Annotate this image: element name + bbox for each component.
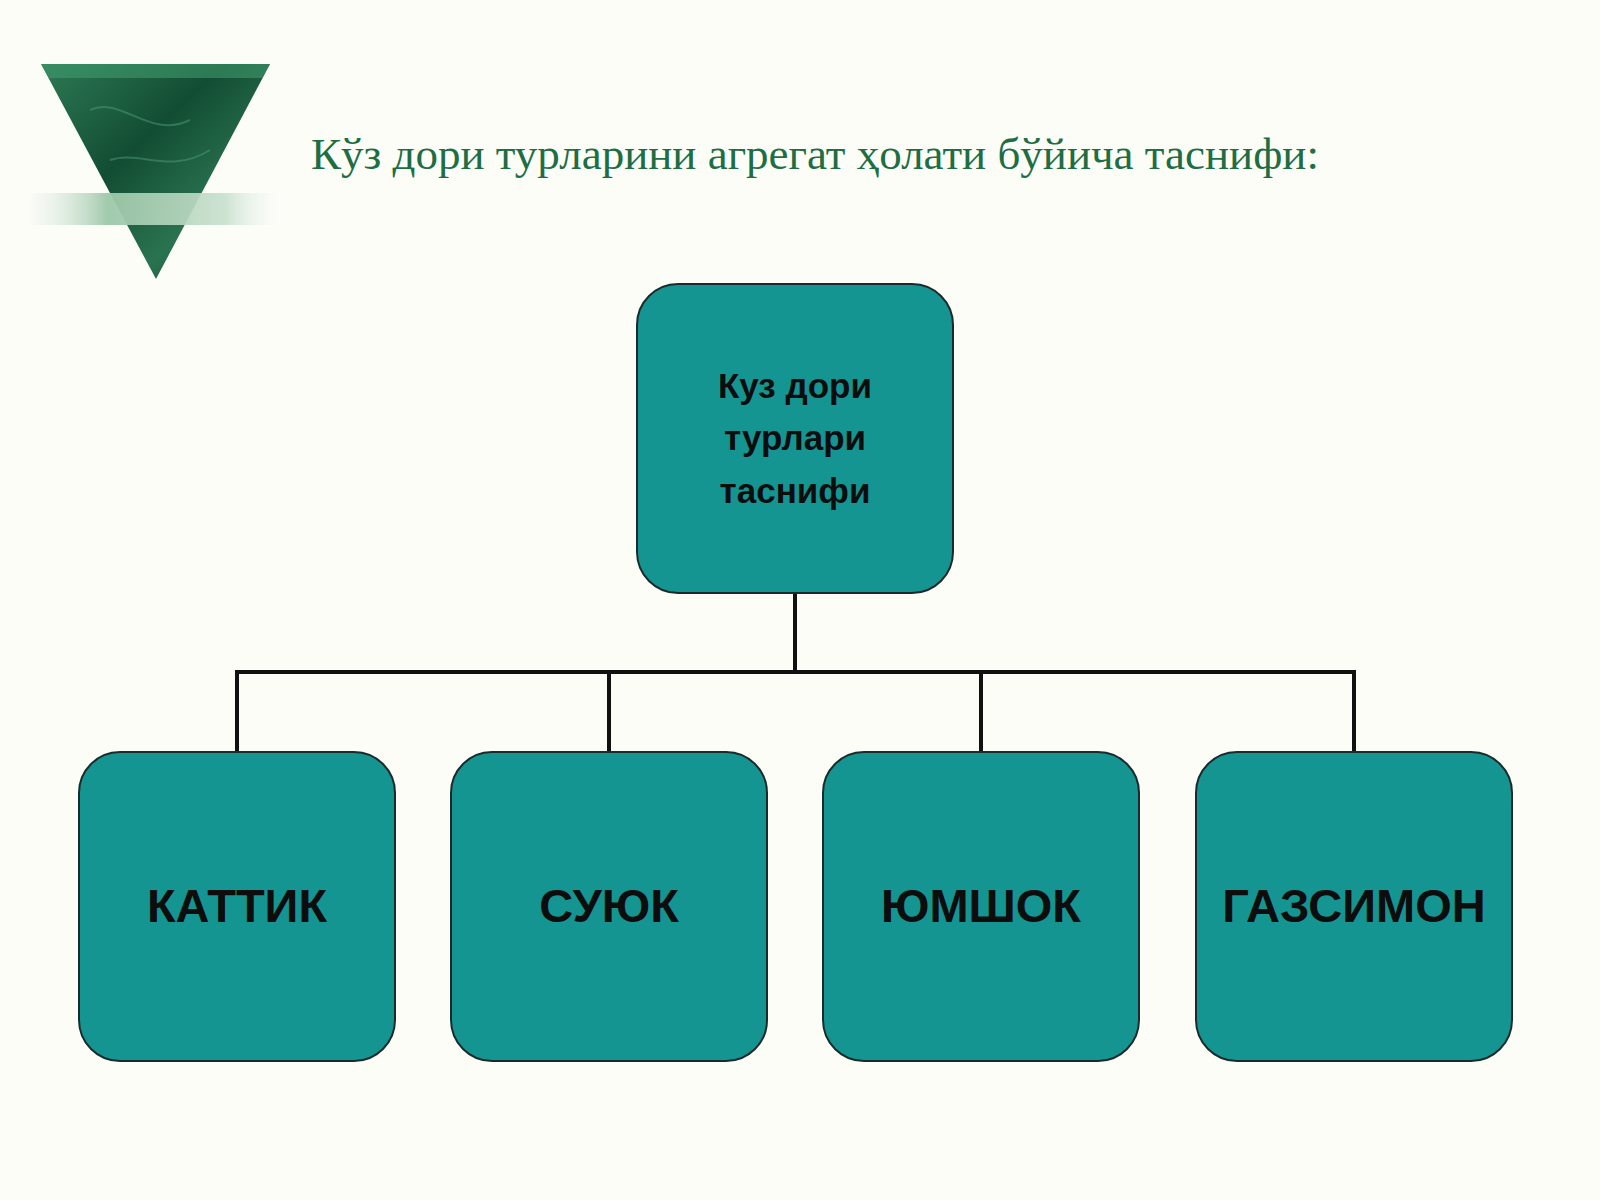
logo-triangle xyxy=(0,0,300,300)
category-box: СУЮК xyxy=(450,751,768,1062)
tree-connector xyxy=(237,594,795,751)
node-label: ГАЗСИМОН xyxy=(1222,871,1485,942)
category-box: ЮМШОК xyxy=(822,751,1140,1062)
root-box: Куз дори турлари таснифи xyxy=(636,283,954,594)
category-box: ГАЗСИМОН xyxy=(1195,751,1513,1062)
category-box: КАТТИК xyxy=(78,751,396,1062)
node-label: Куз дори турлари таснифи xyxy=(638,360,952,518)
node-label: СУЮК xyxy=(539,871,679,942)
tree-connector xyxy=(795,594,1354,751)
tree-connector xyxy=(609,594,795,751)
slide-title: Кўз дори турларини агрегат ҳолати бўйича… xyxy=(311,128,1319,180)
node-label: ЮМШОК xyxy=(881,871,1081,942)
node-label: КАТТИК xyxy=(147,871,327,942)
